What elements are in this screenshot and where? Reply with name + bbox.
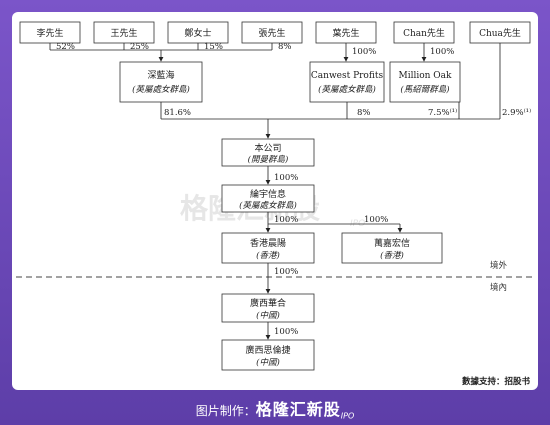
footer-credit: 图片制作：格隆汇新股IPO: [0, 396, 550, 420]
svg-text:香港晨陽: 香港晨陽: [250, 237, 286, 249]
pct-shenlanhai: 81.6%: [164, 108, 191, 118]
svg-text:(香港): (香港): [256, 250, 280, 261]
shareholder-box-ye: 葉先生: [315, 21, 377, 44]
diagram-card: 格隆汇新股 IPO 李先生 王先生 鄭女士 張先生 葉先生 Chan先生 Chu…: [12, 12, 538, 390]
pct-millionoak: 7.5%⁽¹⁾: [428, 108, 457, 118]
entity-box-millionoak: Million Oak (馬紹爾群島): [389, 61, 461, 103]
pct-zhang: 8%: [278, 42, 292, 52]
svg-text:綸宇信息: 綸宇信息: [250, 188, 286, 200]
svg-text:(中國): (中國): [256, 310, 280, 321]
svg-text:Canwest Profits: Canwest Profits: [311, 71, 384, 81]
svg-text:Chan先生: Chan先生: [403, 27, 445, 39]
shareholder-box-wang: 王先生: [93, 21, 155, 44]
svg-text:(英屬處女群島): (英屬處女群島): [239, 200, 297, 211]
svg-text:本公司: 本公司: [254, 142, 281, 154]
svg-text:李先生: 李先生: [36, 27, 63, 39]
svg-text:(中國): (中國): [256, 357, 280, 368]
pct-wang: 25%: [130, 42, 149, 52]
shareholder-box-chua: Chua先生: [469, 21, 531, 44]
pct-gx-huahe: 100%: [274, 327, 298, 337]
svg-text:廣西華合: 廣西華合: [250, 297, 286, 309]
entity-box-lunyu: 綸宇信息 (英屬處女群島): [221, 184, 315, 213]
pct-hk-chenyang: 100%: [274, 267, 298, 277]
svg-text:張先生: 張先生: [258, 27, 285, 39]
region-offshore: 境外: [490, 260, 508, 271]
svg-text:深藍海: 深藍海: [147, 69, 174, 81]
svg-text:萬嘉宏信: 萬嘉宏信: [374, 237, 410, 249]
pct-chan: 100%: [430, 47, 454, 57]
shareholder-box-zheng: 鄭女士: [167, 21, 229, 44]
pct-zheng: 15%: [204, 42, 223, 52]
svg-text:(英屬處女群島): (英屬處女群島): [318, 84, 376, 95]
svg-text:王先生: 王先生: [110, 27, 137, 39]
shareholder-box-zhang: 張先生: [241, 21, 303, 44]
svg-text:葉先生: 葉先生: [332, 27, 359, 39]
svg-text:Million Oak: Million Oak: [398, 71, 452, 81]
svg-text:Chua先生: Chua先生: [479, 27, 521, 39]
svg-text:(英屬處女群島): (英屬處女群島): [132, 84, 190, 95]
footer-prefix: 图片制作：: [195, 404, 256, 418]
source-note: 數據支持：招股书: [462, 376, 531, 387]
svg-text:(香港): (香港): [380, 250, 404, 261]
svg-text:(馬紹爾群島): (馬紹爾群島): [400, 84, 449, 95]
entity-box-canwest: Canwest Profits (英屬處女群島): [309, 61, 385, 103]
pct-ye: 100%: [352, 47, 376, 57]
region-onshore: 境內: [490, 282, 507, 293]
entity-box-shenlanhai: 深藍海 (英屬處女群島): [119, 61, 203, 103]
shareholder-box-li: 李先生: [19, 21, 81, 44]
shareholder-box-chan: Chan先生: [393, 21, 455, 44]
entity-box-gx-huahe: 廣西華合 (中國): [221, 293, 315, 323]
svg-text:(開曼群島): (開曼群島): [248, 154, 289, 165]
footer-ipo: IPO: [340, 411, 355, 421]
connector-lines-top: [49, 43, 427, 62]
connector-lines-company: [160, 43, 501, 139]
pct-company: 100%: [274, 173, 298, 183]
connector-lines-hk: [265, 212, 403, 233]
entity-box-wanjia: 萬嘉宏信 (香港): [341, 232, 443, 264]
entity-box-company: 本公司 (開曼群島): [221, 138, 315, 167]
ownership-diagram: 格隆汇新股 IPO 李先生 王先生 鄭女士 張先生 葉先生 Chan先生 Chu…: [16, 21, 534, 387]
footer-brand: 格隆汇新股: [255, 400, 341, 419]
entity-box-gx-silunjie: 廣西思倫捷 (中國): [221, 339, 315, 371]
pct-chua: 2.9%⁽¹⁾: [502, 108, 531, 118]
pct-canwest: 8%: [357, 108, 371, 118]
pct-lunyu-hk: 100%: [274, 215, 298, 225]
svg-text:廣西思倫捷: 廣西思倫捷: [245, 344, 290, 356]
pct-li: 52%: [56, 42, 75, 52]
pct-lunyu-wanjia: 100%: [364, 215, 388, 225]
svg-text:鄭女士: 鄭女士: [184, 27, 211, 39]
entity-box-hk-chenyang: 香港晨陽 (香港): [221, 232, 315, 264]
